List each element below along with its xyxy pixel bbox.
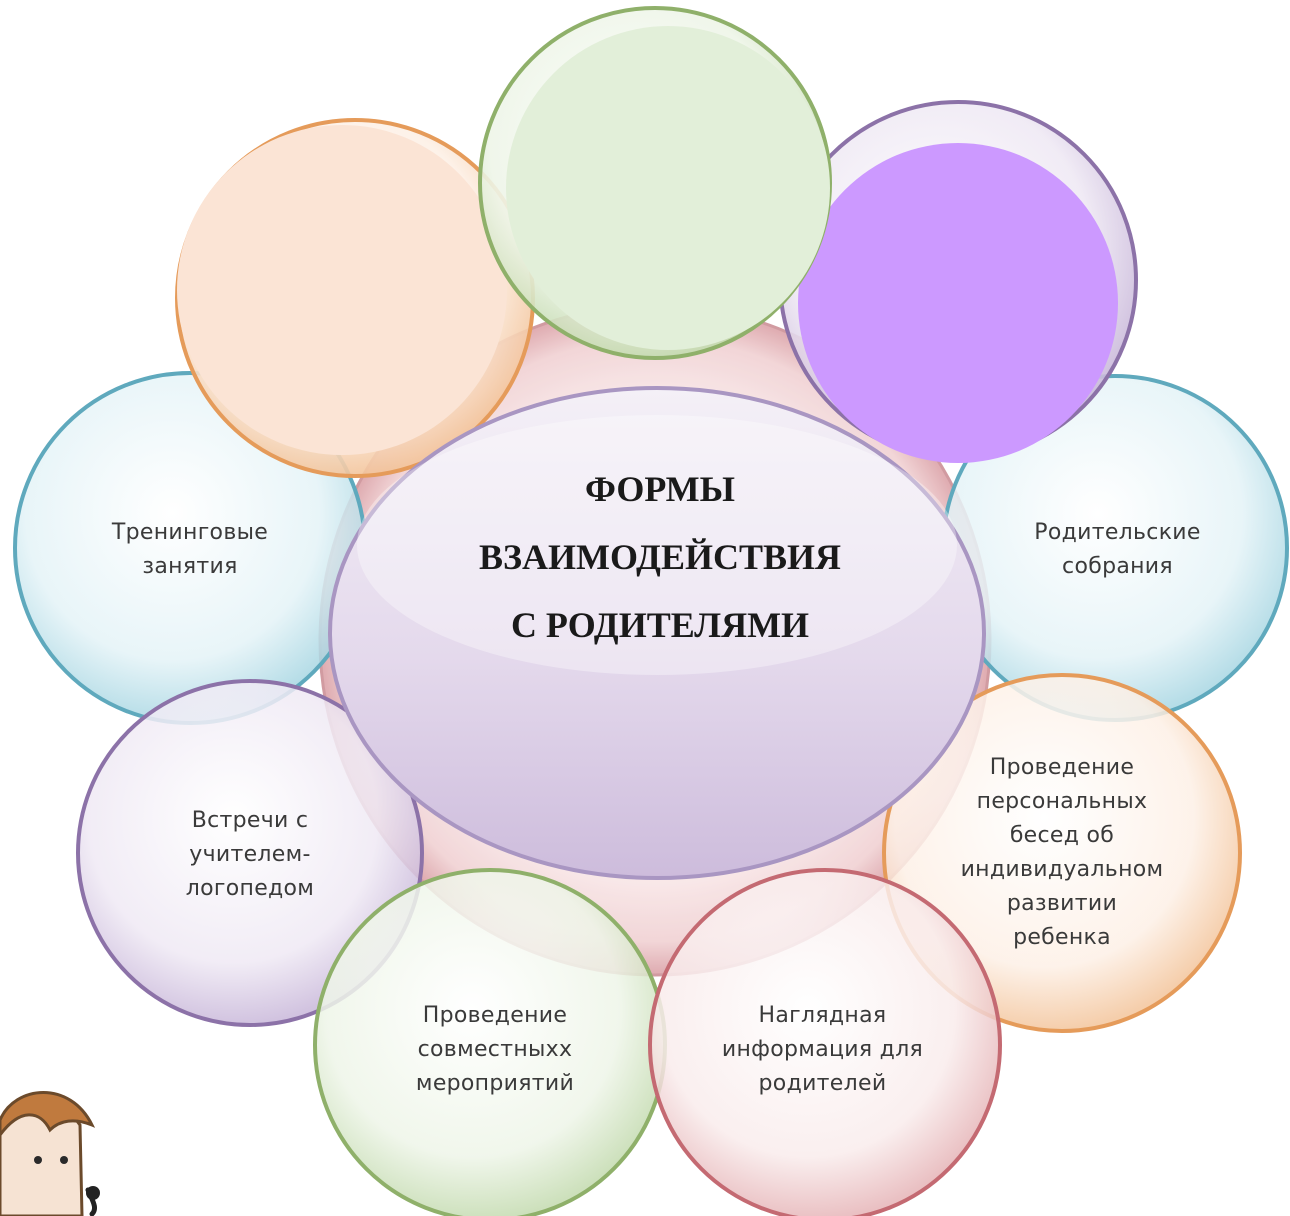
label-speech-therapist: Встречи с учителем-логопедом	[135, 795, 365, 915]
label-personal-talks: Проведение персональных бесед об индивидуал…	[932, 745, 1192, 960]
center-ellipse	[328, 386, 986, 880]
form-label-line: Проведение	[422, 1003, 568, 1028]
center-title-line-3: С РОДИТЕЛЯМИ	[510, 605, 810, 645]
form-label-joint-events: Проведение совместныхх мероприятий	[416, 999, 574, 1101]
form-label-line: ребенка	[1013, 924, 1111, 950]
form-label-parent-meetings: Родительские собрания	[1034, 516, 1200, 584]
form-label-speech-therapist: Встречи с учителем-логопедом	[186, 804, 314, 906]
label-parent-meetings: Родительские собрания	[1000, 500, 1235, 600]
form-label-line: персональных	[976, 788, 1148, 814]
form-label-line: родителей	[758, 1071, 887, 1096]
form-label-line: Наглядная	[758, 1003, 887, 1028]
form-label-visual-info: Наглядная информация для родителей	[722, 999, 923, 1101]
form-label-line: Встречи с	[191, 808, 309, 833]
label-trainings: Тренинговые занятия	[75, 500, 305, 600]
form-label-line: логопедом	[185, 876, 315, 901]
label-visual-info: Наглядная информация для родителей	[690, 990, 955, 1110]
form-label-line: Проведение	[989, 754, 1135, 780]
form-label-line: индивидуальном	[960, 856, 1164, 882]
form-label-line: учителем-	[189, 842, 311, 867]
center-title: ФОРМЫ ВЗАИМОДЕЙСТВИЯ С РОДИТЕЛЯМИ	[360, 455, 960, 659]
form-label-trainings: Тренинговые занятия	[112, 516, 268, 584]
bubble-speech-therapist	[76, 679, 424, 1027]
form-label-line: Тренинговые	[111, 520, 269, 545]
bubble-top-right-purple	[778, 100, 1138, 463]
center-title-line-2: ВЗАИМОДЕЙСТВИЯ	[478, 537, 841, 577]
form-label-line: собрания	[1062, 554, 1173, 579]
form-label-line: занятия	[142, 554, 238, 579]
form-label-line: совместныхх	[417, 1037, 573, 1062]
bubble-personal-talks	[882, 673, 1242, 1033]
bubble-top-green	[478, 6, 832, 360]
boy-illustration	[0, 1091, 100, 1216]
bubble-top-left-orange	[175, 118, 535, 478]
center-title-line-1: ФОРМЫ	[585, 469, 735, 509]
bubble-visual-info	[648, 868, 1002, 1216]
form-label-personal-talks: Проведение персональных бесед об индивидуал…	[961, 751, 1164, 955]
form-label-line: бесед об	[1009, 822, 1115, 848]
form-label-line: мероприятий	[415, 1071, 575, 1096]
form-label-line: Родительские	[1034, 520, 1201, 545]
form-label-line: информация для	[721, 1037, 924, 1062]
label-joint-events: Проведение совместныхх мероприятий	[375, 990, 615, 1110]
form-label-line: развитии	[1006, 890, 1118, 916]
